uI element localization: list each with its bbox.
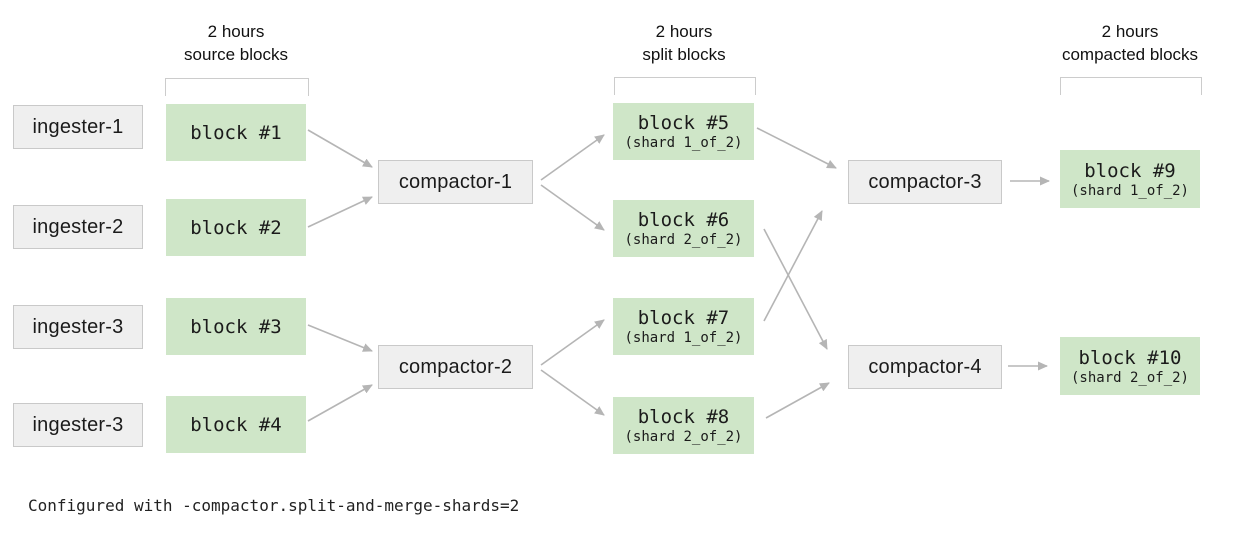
block-label: block #4 — [190, 413, 282, 436]
flow-arrow — [540, 319, 605, 366]
ingester-node: ingester-2 — [13, 205, 143, 249]
source-block: block #4 — [166, 396, 306, 453]
compactor-node: compactor-3 — [848, 160, 1002, 204]
ingester-label: ingester-3 — [32, 413, 124, 436]
block-shard-label: (shard 2_of_2) — [624, 429, 743, 445]
header-line: compacted blocks — [1061, 45, 1199, 64]
split-block: block #6 (shard 2_of_2) — [613, 200, 754, 257]
header-line: source blocks — [184, 45, 288, 64]
block-label: block #9 — [1084, 159, 1176, 182]
split-block: block #5 (shard 1_of_2) — [613, 103, 754, 160]
compacted-block: block #9 (shard 1_of_2) — [1060, 150, 1200, 208]
block-label: block #5 — [637, 112, 730, 134]
source-block: block #3 — [166, 298, 306, 355]
block-shard-label: (shard 1_of_2) — [624, 135, 743, 151]
header-split-blocks: 2 hours split blocks — [589, 20, 779, 66]
compactor-label: compactor-1 — [398, 170, 513, 193]
block-label: block #2 — [190, 216, 282, 239]
config-footer: Configured with -compactor.split-and-mer… — [28, 496, 520, 515]
compactor-label: compactor-2 — [398, 355, 513, 378]
flow-arrow — [763, 228, 828, 350]
header-line: 2 hours — [207, 22, 265, 41]
split-block: block #7 (shard 1_of_2) — [613, 298, 754, 355]
compactor-node: compactor-2 — [378, 345, 533, 389]
compacted-block: block #10 (shard 2_of_2) — [1060, 337, 1200, 395]
flow-arrow — [540, 134, 605, 181]
compactor-node: compactor-4 — [848, 345, 1002, 389]
ingester-label: ingester-2 — [32, 215, 124, 238]
block-label: block #1 — [190, 121, 282, 144]
block-shard-label: (shard 1_of_2) — [624, 330, 743, 346]
compactor-label: compactor-4 — [868, 355, 982, 378]
flow-arrow — [765, 382, 830, 419]
block-shard-label: (shard 2_of_2) — [624, 232, 743, 248]
flow-arrow — [307, 324, 373, 352]
flow-arrow — [756, 127, 837, 169]
ingester-label: ingester-3 — [32, 315, 124, 338]
compactor-label: compactor-3 — [868, 170, 982, 193]
flow-arrow — [763, 210, 823, 322]
compactor-node: compactor-1 — [378, 160, 533, 204]
header-line: split blocks — [642, 45, 726, 64]
duration-bracket-source — [165, 78, 309, 96]
ingester-label: ingester-1 — [32, 115, 124, 138]
flow-arrow — [540, 184, 605, 231]
split-block: block #8 (shard 2_of_2) — [613, 397, 754, 454]
ingester-node: ingester-3 — [13, 403, 143, 447]
duration-bracket-compacted — [1060, 77, 1202, 95]
header-compacted-blocks: 2 hours compacted blocks — [1030, 20, 1230, 66]
block-label: block #6 — [637, 209, 730, 231]
ingester-node: ingester-1 — [13, 105, 143, 149]
ingester-node: ingester-3 — [13, 305, 143, 349]
source-block: block #1 — [166, 104, 306, 161]
block-label: block #7 — [637, 307, 730, 329]
header-line: 2 hours — [1101, 22, 1159, 41]
source-block: block #2 — [166, 199, 306, 256]
block-label: block #8 — [637, 406, 730, 428]
header-source-blocks: 2 hours source blocks — [141, 20, 331, 66]
block-shard-label: (shard 2_of_2) — [1070, 369, 1189, 386]
block-label: block #3 — [190, 315, 282, 338]
flow-arrow — [307, 384, 373, 422]
header-line: 2 hours — [655, 22, 713, 41]
block-shard-label: (shard 1_of_2) — [1070, 182, 1189, 199]
flow-arrow — [307, 196, 373, 228]
duration-bracket-split — [614, 77, 756, 95]
block-label: block #10 — [1078, 346, 1182, 369]
flow-arrow — [540, 369, 605, 416]
flow-arrow — [307, 129, 373, 168]
